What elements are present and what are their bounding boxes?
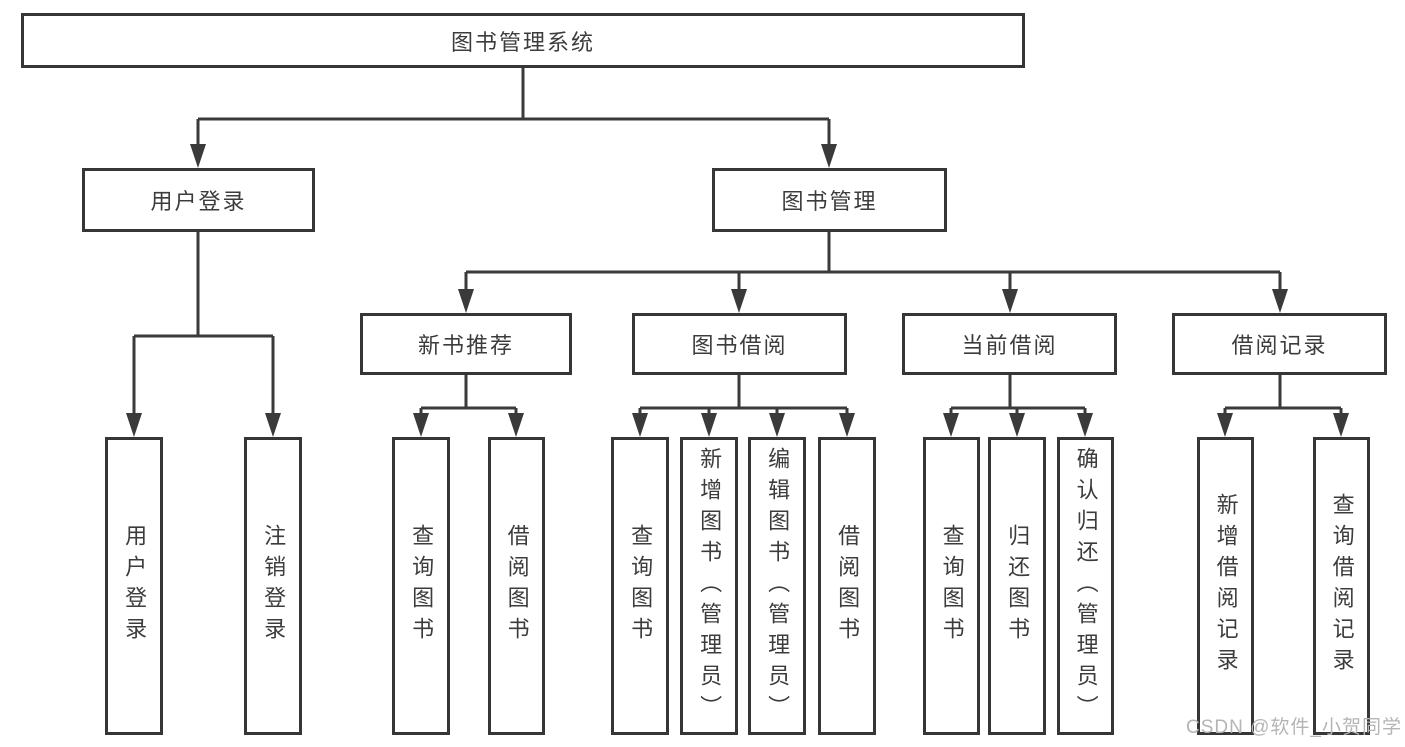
leaf-label: 借阅图书 (835, 524, 861, 648)
leaf-query-books-borrow: 查询图书 (611, 437, 669, 735)
leaf-label: 编辑图书（管理员） (765, 446, 791, 726)
node-user-login-branch: 用户登录 (82, 168, 315, 232)
leaf-user-login: 用户登录 (105, 437, 163, 735)
node-root: 图书管理系统 (21, 13, 1025, 68)
leaf-label: 查询图书 (628, 524, 654, 648)
leaf-label: 归还图书 (1005, 524, 1031, 648)
leaf-label: 注销登录 (261, 524, 287, 648)
leaf-label: 查询图书 (939, 524, 965, 648)
node-label: 当前借阅 (961, 333, 1058, 358)
node-current-borrow: 当前借阅 (902, 313, 1117, 375)
leaf-label: 查询图书 (409, 524, 435, 648)
node-label: 图书借阅 (691, 333, 788, 358)
node-label: 借阅记录 (1231, 333, 1328, 358)
leaf-add-borrow-record: 新增借阅记录 (1197, 437, 1254, 735)
leaf-borrow-books-recommend: 借阅图书 (488, 437, 545, 735)
leaf-query-books-current: 查询图书 (923, 437, 980, 735)
node-label: 图书管理 (781, 189, 878, 214)
node-borrow-records: 借阅记录 (1172, 313, 1387, 375)
leaf-label: 查询借阅记录 (1329, 493, 1355, 679)
leaf-query-books-recommend: 查询图书 (392, 437, 450, 735)
leaf-label: 新增借阅记录 (1213, 493, 1239, 679)
leaf-label: 确认归还（管理员） (1073, 446, 1099, 726)
leaf-edit-books-admin: 编辑图书（管理员） (748, 437, 806, 735)
node-label: 新书推荐 (417, 333, 514, 358)
node-new-book-recommend: 新书推荐 (360, 313, 572, 375)
node-label: 用户登录 (150, 189, 247, 214)
node-root-label: 图书管理系统 (450, 29, 595, 55)
leaf-query-borrow-record: 查询借阅记录 (1313, 437, 1370, 735)
csdn-watermark: CSDN @软件_小贺同学 (1186, 717, 1402, 738)
leaf-label: 借阅图书 (504, 524, 530, 648)
leaf-confirm-return-admin: 确认归还（管理员） (1057, 437, 1114, 735)
node-book-borrow: 图书借阅 (632, 313, 847, 375)
leaf-return-books: 归还图书 (988, 437, 1046, 735)
node-book-management: 图书管理 (712, 168, 947, 232)
leaf-borrow-books: 借阅图书 (818, 437, 876, 735)
leaf-label: 用户登录 (122, 524, 148, 648)
leaf-logout: 注销登录 (244, 437, 302, 735)
leaf-label: 新增图书（管理员） (697, 446, 723, 726)
leaf-add-books-admin: 新增图书（管理员） (680, 437, 738, 735)
